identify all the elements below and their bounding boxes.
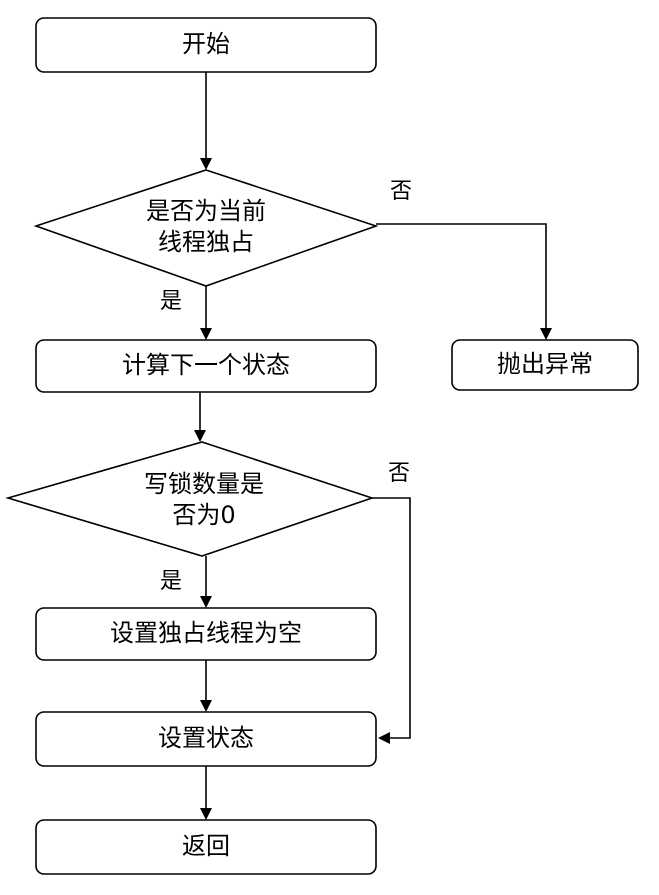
node-start: 开始 [35, 17, 377, 73]
node-return: 返回 [35, 819, 377, 875]
node-start-label: 开始 [182, 30, 230, 58]
node-compute-next-state-label: 计算下一个状态 [122, 351, 290, 379]
node-set-state-label: 设置状态 [158, 724, 254, 752]
node-owner-check-line1: 是否为当前 [146, 197, 266, 225]
arrowhead [200, 808, 212, 820]
node-count-check: 写锁数量是 否为0 [5, 441, 375, 557]
arrowhead [200, 328, 212, 340]
node-clear-owner-label: 设置独占线程为空 [110, 619, 302, 647]
label-owner-yes: 是 [160, 289, 182, 314]
arrowhead [194, 430, 206, 442]
arrowhead [200, 700, 212, 712]
arrowhead [200, 596, 212, 608]
arrowhead [200, 158, 212, 170]
node-set-state: 设置状态 [35, 711, 377, 767]
edge-owner-no-to-throw [376, 223, 547, 330]
label-count-no: 否 [388, 461, 410, 486]
arrowhead [540, 328, 552, 340]
node-count-check-line1: 写锁数量是 [144, 470, 264, 498]
label-count-yes: 是 [160, 569, 182, 594]
label-owner-no: 否 [390, 179, 412, 204]
node-count-check-line2: 否为0 [172, 501, 235, 529]
arrowhead [378, 732, 390, 744]
node-clear-owner: 设置独占线程为空 [35, 607, 377, 661]
edge-count-no-to-set-state [372, 497, 411, 739]
node-throw-exception-label: 抛出异常 [497, 350, 593, 378]
node-return-label: 返回 [182, 832, 230, 860]
node-owner-check-line2: 线程独占 [158, 228, 254, 256]
node-compute-next-state: 计算下一个状态 [35, 339, 377, 393]
node-throw-exception: 抛出异常 [451, 339, 639, 391]
node-owner-check: 是否为当前 线程独占 [33, 169, 379, 287]
